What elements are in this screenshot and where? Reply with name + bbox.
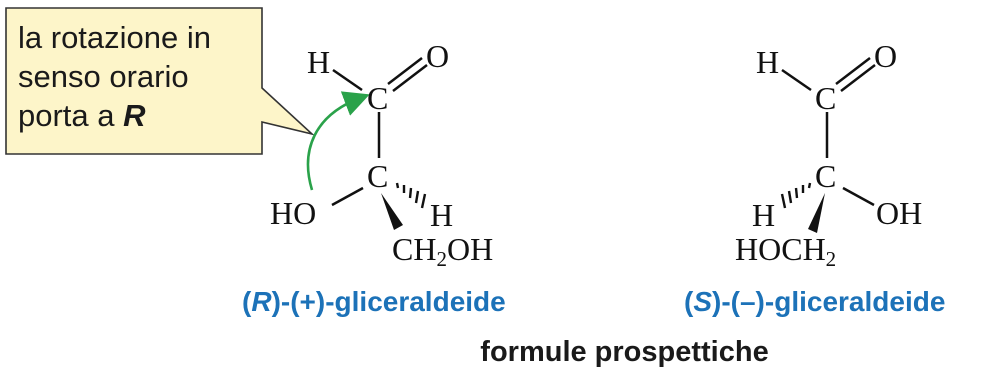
s-hoch-text: HOCH (735, 231, 826, 267)
callout-emphasis-r: R (123, 98, 146, 133)
r-hashed-bond-h (395, 182, 427, 209)
rotation-arrow (306, 91, 370, 191)
callout-line-3: porta a R (18, 96, 211, 135)
r-atom-c-center: C (367, 158, 389, 194)
r-bond-c-o-1 (387, 57, 423, 85)
s-bond-c-oh (842, 186, 875, 207)
callout-shape (5, 7, 315, 155)
s-atom-c-carbonyl: C (815, 80, 837, 116)
callout-line-2: senso orario (18, 59, 189, 94)
r-glyceraldehyde-name: (R)-(+)-gliceraldeide (242, 286, 506, 318)
r-bond-c-o-2 (392, 64, 428, 92)
s-name-paren: ( (684, 286, 694, 317)
r-ch-text: CH (392, 231, 437, 267)
r-atom-h-top: H (307, 44, 331, 80)
s-atom-c-center: C (815, 158, 837, 194)
s-glyceraldehyde-name: (S)-(–)-gliceraldeide (684, 286, 945, 318)
s-name-letter: S (693, 286, 713, 317)
s-subscript-2: 2 (825, 247, 837, 271)
figure-caption: formule prospettiche (480, 336, 769, 368)
r-subscript-2: 2 (436, 247, 447, 271)
s-bond-c-o-1 (835, 57, 871, 85)
s-bond-h-c (781, 68, 812, 92)
r-name-paren: ( (242, 286, 252, 317)
r-bond-h-c (332, 68, 363, 92)
s-bond-c-o-2 (840, 64, 876, 92)
s-atom-h-top: H (756, 44, 780, 80)
r-group-ch2oh: CH2OH (392, 231, 494, 270)
s-hashed-bond-h (780, 182, 812, 209)
callout-text: la rotazione in senso orario porta a R (18, 18, 211, 135)
r-name-rest: )-(+)-gliceraldeide (271, 286, 506, 317)
s-name-rest: )-(–)-gliceraldeide (712, 286, 946, 317)
r-name-letter: R (251, 286, 272, 317)
s-wedge-bond-hoch2 (808, 193, 825, 233)
r-oh-text: OH (446, 231, 494, 267)
callout-line-1: la rotazione in (18, 20, 212, 55)
s-group-hoch2: HOCH2 (735, 231, 836, 270)
callout-box: la rotazione in senso orario porta a R (4, 6, 315, 156)
s-group-oh: OH (876, 195, 923, 231)
r-atom-h-right: H (430, 197, 454, 233)
s-atom-o: O (874, 38, 898, 74)
s-atom-h-left: H (752, 197, 776, 233)
r-atom-o: O (426, 38, 450, 74)
r-atom-c-carbonyl: C (367, 80, 389, 116)
r-bond-c-ho (331, 186, 364, 207)
callout-line-3-prefix: porta a (18, 98, 124, 133)
r-group-ho: HO (270, 195, 317, 231)
r-wedge-bond-ch2oh (381, 193, 403, 230)
